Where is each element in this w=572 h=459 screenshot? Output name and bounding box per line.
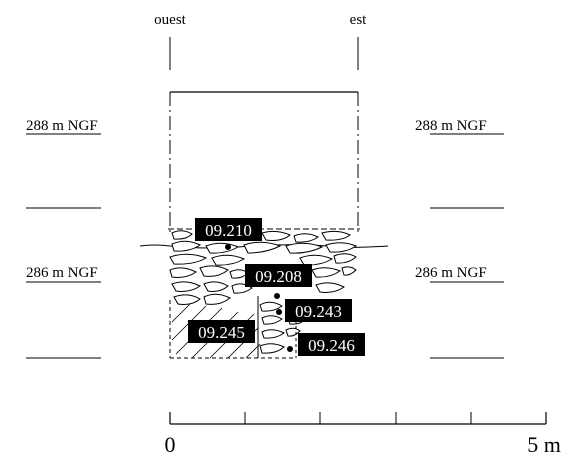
scale-end-label: 5 m xyxy=(527,432,561,457)
scale-start-label: 0 xyxy=(165,432,176,457)
elevation-markers: 288 m NGF 288 m NGF 286 m NGF 286 m NGF xyxy=(26,118,504,359)
unit-label-09-246: 09.246 xyxy=(287,333,365,356)
unit-label-text: 09.243 xyxy=(295,302,342,321)
sample-point xyxy=(287,346,293,352)
elevation-label-288-right: 288 m NGF xyxy=(415,118,487,134)
east-label: est xyxy=(350,12,367,28)
unit-label-text: 09.210 xyxy=(205,221,252,240)
sample-point xyxy=(274,293,280,299)
unit-label-09-210: 09.210 xyxy=(195,218,262,250)
unit-label-text: 09.245 xyxy=(198,323,245,342)
elevation-label-288-left: 288 m NGF xyxy=(26,118,98,134)
unit-label-text: 09.246 xyxy=(308,336,355,355)
sample-point xyxy=(276,309,282,315)
scale-bar: 0 5 m xyxy=(165,412,561,457)
unit-label-09-243: 09.243 xyxy=(276,299,352,322)
elevation-label-286-right: 286 m NGF xyxy=(415,265,487,281)
unit-label-09-208: 09.208 xyxy=(245,264,312,299)
stone-fill xyxy=(168,228,360,354)
trench-outline xyxy=(169,91,359,235)
unit-label-09-245: 09.245 xyxy=(188,320,255,343)
unit-label-text: 09.208 xyxy=(255,267,302,286)
sample-point xyxy=(225,244,231,250)
elevation-label-286-left: 286 m NGF xyxy=(26,265,98,281)
west-label: ouest xyxy=(154,12,186,28)
